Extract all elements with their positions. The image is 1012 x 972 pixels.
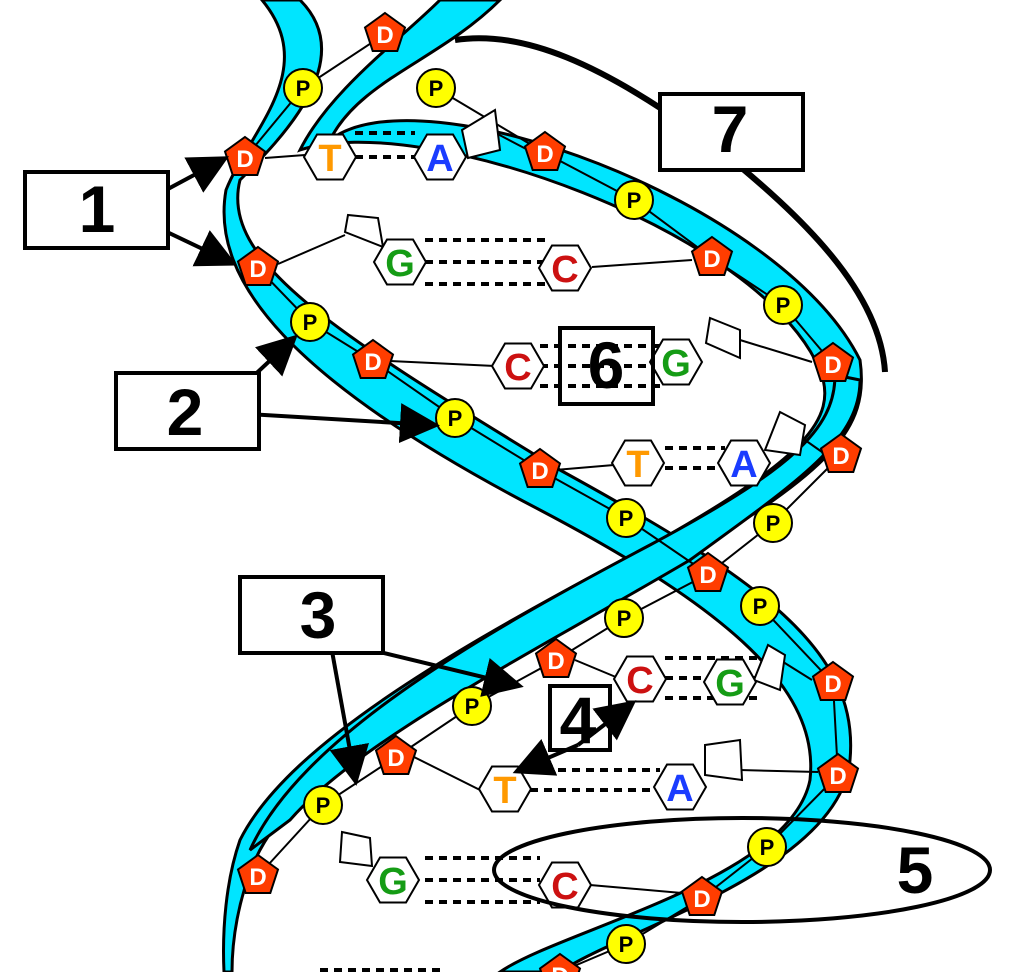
base-t-4-left: T: [612, 441, 664, 487]
phosphate-letter: P: [627, 188, 642, 213]
label-2: 2: [116, 373, 259, 449]
phosphate-1: P: [284, 69, 322, 107]
label-7-text: 7: [712, 92, 749, 166]
base-letter: G: [715, 663, 745, 705]
deoxyribose-letter: D: [547, 648, 564, 675]
base-c-3-left: C: [492, 344, 544, 390]
label-1: 1: [25, 172, 168, 248]
label-7: 7: [660, 92, 803, 170]
deoxyribose-1: D: [365, 13, 405, 51]
deoxyribose-letter: D: [699, 562, 716, 589]
phosphate-letter: P: [619, 932, 634, 957]
label-2-text: 2: [167, 375, 204, 449]
phosphate-letter: P: [296, 76, 311, 101]
deoxyribose-letter: D: [832, 443, 849, 470]
label-4-text: 4: [560, 683, 597, 757]
phosphate-letter: P: [766, 511, 781, 536]
deoxyribose-letter: D: [536, 141, 553, 168]
phosphate-12: P: [304, 786, 342, 824]
deoxyribose-letter: D: [364, 349, 381, 376]
base-letter: T: [318, 138, 341, 180]
deoxyribose-letter: D: [829, 763, 846, 790]
phosphate-4: P: [291, 303, 329, 341]
base-letter: G: [378, 861, 408, 903]
base-letter: A: [666, 768, 693, 810]
deoxyribose-letter: D: [824, 671, 841, 698]
base-letter: A: [730, 444, 757, 486]
phosphate-letter: P: [429, 76, 444, 101]
deoxyribose-letter: D: [236, 146, 253, 173]
deoxyribose-letter: D: [531, 458, 548, 485]
phosphate-letter: P: [753, 594, 768, 619]
base-letter: C: [504, 347, 531, 389]
phosphate-9: P: [605, 599, 643, 637]
base-letter: G: [661, 343, 691, 385]
base-letter: G: [385, 243, 415, 285]
phosphate-letter: P: [303, 310, 318, 335]
base-letter: C: [551, 866, 578, 908]
deoxyribose-letter: D: [824, 352, 841, 379]
phosphate-letter: P: [776, 293, 791, 318]
deoxyribose-4: D: [525, 132, 565, 170]
deoxyribose-letter: D: [387, 745, 404, 772]
base-letter: T: [493, 770, 516, 812]
label-5: 5: [897, 833, 934, 907]
base-c-5-left: C: [614, 657, 666, 703]
phosphate-14: P: [607, 925, 645, 963]
base-t-6-left: T: [479, 767, 531, 813]
phosphate-letter: P: [617, 606, 632, 631]
phosphate-3: P: [615, 181, 653, 219]
phosphate-10: P: [741, 587, 779, 625]
base-a-6-right: A: [654, 765, 706, 811]
deoxyribose-letter: D: [249, 256, 266, 283]
deoxyribose-letter: D: [693, 886, 710, 913]
deoxyribose-letter: D: [551, 963, 568, 972]
phosphate-letter: P: [448, 406, 463, 431]
base-c-2-right: C: [539, 246, 591, 292]
phosphate-letter: P: [465, 694, 480, 719]
phosphate-7: P: [607, 499, 645, 537]
base-g-7-left: G: [367, 858, 419, 904]
label-6-text: 6: [588, 328, 625, 402]
deoxyribose-letter: D: [376, 22, 393, 49]
phosphate-6: P: [436, 399, 474, 437]
label-1-text: 1: [79, 172, 116, 246]
base-letter: T: [626, 444, 649, 486]
deoxyribose-letter: D: [703, 246, 720, 273]
phosphate-8: P: [754, 504, 792, 542]
base-letter: A: [426, 138, 453, 180]
deoxyribose-letter: D: [249, 864, 266, 891]
label-5-text: 5: [897, 833, 934, 907]
phosphate-letter: P: [619, 506, 634, 531]
base-letter: C: [551, 249, 578, 291]
phosphate-5: P: [764, 286, 802, 324]
phosphate-11: P: [453, 687, 491, 725]
base-letter: C: [626, 660, 653, 702]
label-3-text: 3: [300, 578, 337, 652]
phosphate-letter: P: [760, 835, 775, 860]
label-3: 3: [240, 577, 383, 653]
phosphate-letter: P: [316, 793, 331, 818]
phosphate-13: P: [748, 828, 786, 866]
phosphate-2: P: [417, 69, 455, 107]
label-4: 4: [550, 683, 610, 757]
